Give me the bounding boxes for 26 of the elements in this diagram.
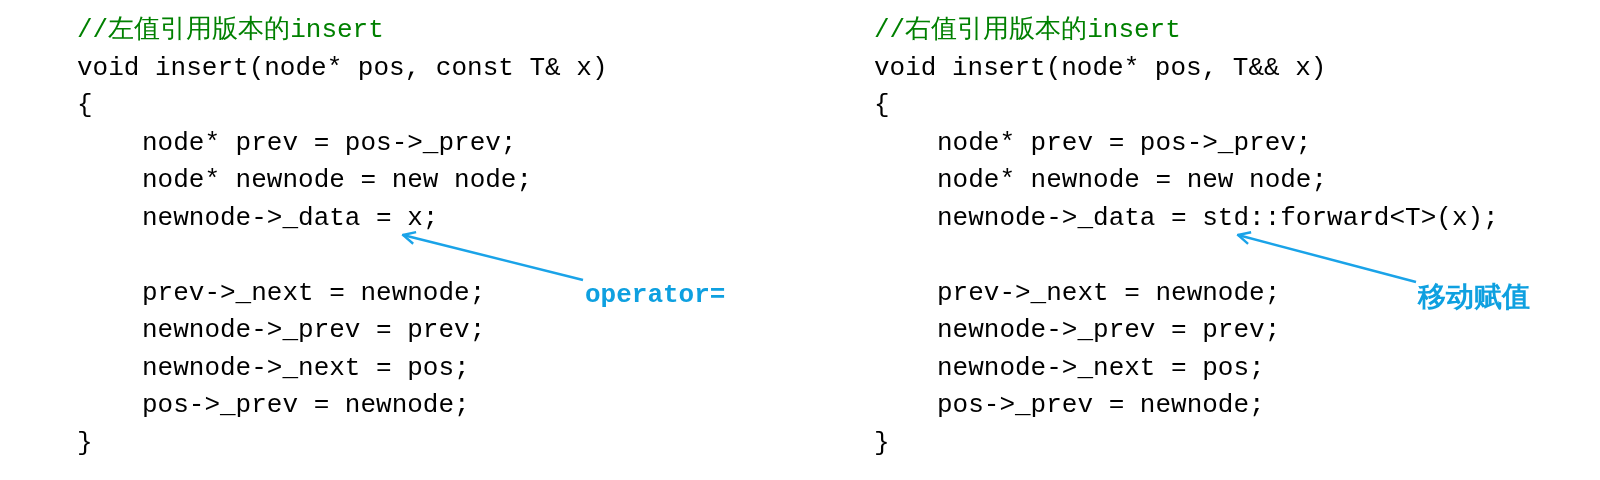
code-line: prev->_next = newnode; [142, 277, 486, 308]
code-comment: //左值引用版本的insert [77, 15, 384, 45]
code-line: void insert(node* pos, T&& x) [874, 52, 1327, 83]
code-line: void insert(node* pos, const T& x) [77, 52, 608, 83]
code-line: } [874, 427, 890, 458]
leader-arrow [401, 230, 584, 282]
leader-arrow [1236, 231, 1417, 284]
code-line: newnode->_data = std::forward<T>(x); [937, 202, 1499, 233]
annotation-text: operator= [585, 280, 726, 310]
code-line: node* prev = pos->_prev; [142, 127, 517, 158]
code-line: newnode->_data = x; [142, 202, 439, 233]
code-line: } [77, 427, 93, 458]
code-line: node* prev = pos->_prev; [937, 127, 1312, 158]
code-line: pos->_prev = newnode; [937, 390, 1265, 420]
code-comment: //右值引用版本的insert [874, 15, 1181, 45]
code-line: prev->_next = newnode; [937, 277, 1281, 308]
code-line: newnode->_next = pos; [142, 352, 470, 383]
code-line: { [77, 90, 93, 120]
code-line: node* newnode = new node; [937, 165, 1328, 195]
code-line: { [874, 90, 890, 120]
annotation-text: 移动赋值 [1418, 282, 1530, 312]
code-line: newnode->_next = pos; [937, 352, 1265, 383]
code-line: newnode->_prev = prev; [142, 315, 486, 345]
code-line: newnode->_prev = prev; [937, 315, 1281, 345]
code-line: node* newnode = new node; [142, 165, 533, 195]
code-line: pos->_prev = newnode; [142, 390, 470, 420]
